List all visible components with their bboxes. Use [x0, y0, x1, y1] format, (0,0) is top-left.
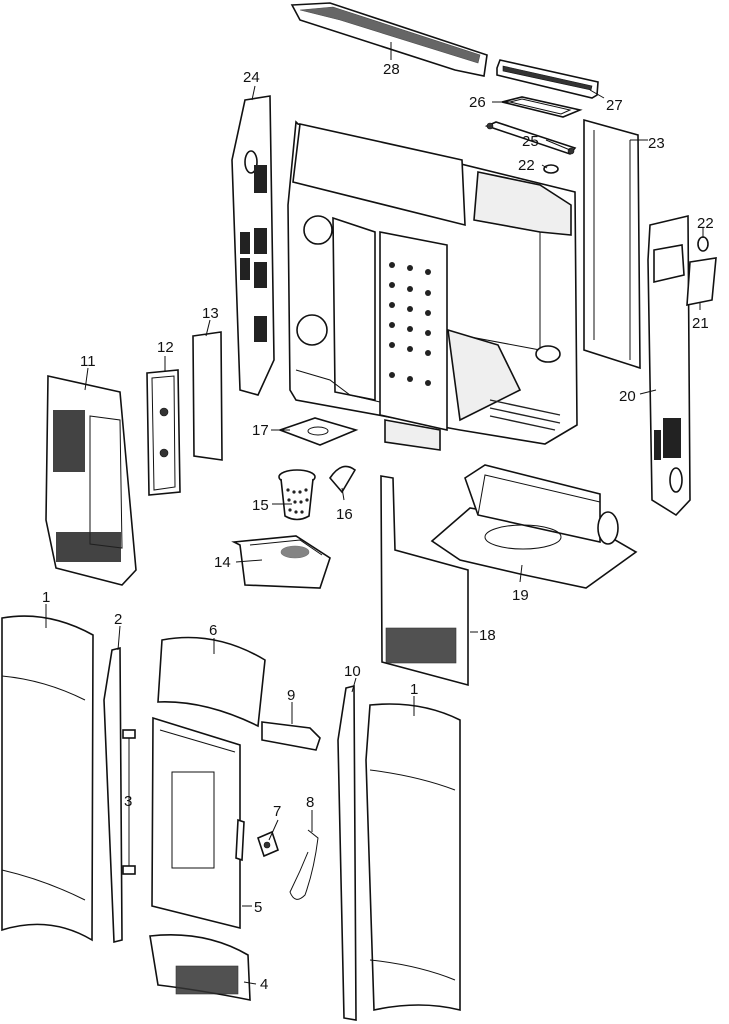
callout-11: 11 — [80, 353, 96, 370]
callout-7: 7 — [273, 803, 281, 820]
door — [151, 716, 245, 930]
inspection-plate — [146, 369, 181, 496]
callout-6: 6 — [209, 622, 217, 639]
right-inner-panel — [380, 475, 469, 687]
callout-28: 28 — [383, 61, 400, 78]
callout-23: 23 — [648, 135, 665, 152]
callout-14: 14 — [214, 554, 231, 571]
callout-19: 19 — [512, 587, 529, 604]
callout-22-upper: 22 — [518, 157, 535, 174]
vent-grille — [686, 257, 717, 306]
callout-labels: 28 27 26 25 22 23 24 22 21 20 13 12 11 1… — [42, 61, 714, 993]
stove-body — [287, 120, 578, 451]
callout-17: 17 — [252, 422, 269, 439]
callout-26: 26 — [469, 94, 486, 111]
top-cover — [290, 2, 488, 77]
sensor — [484, 121, 577, 155]
callout-12: 12 — [157, 339, 174, 356]
rear-right-panel — [583, 118, 641, 370]
callout-24: 24 — [243, 69, 260, 86]
left-inner-panel — [45, 375, 137, 586]
callout-10: 10 — [344, 663, 361, 680]
leader-lines — [45, 42, 704, 985]
callout-22-right: 22 — [697, 215, 714, 232]
baffle-plate — [277, 417, 359, 446]
callout-1-left: 1 — [42, 589, 50, 606]
deflector — [328, 465, 357, 494]
knob-right — [697, 236, 709, 252]
callout-25: 25 — [522, 133, 539, 150]
lower-front-panel — [149, 934, 251, 1001]
callout-9: 9 — [287, 687, 295, 704]
callout-13: 13 — [202, 305, 219, 322]
base — [430, 464, 638, 589]
burn-pot — [278, 469, 316, 521]
knob-upper — [543, 164, 559, 174]
narrow-plate — [192, 331, 223, 461]
side-cover-right — [365, 703, 461, 1012]
right-side-panel — [647, 214, 691, 517]
front-bracket — [261, 721, 321, 751]
callout-27: 27 — [606, 97, 623, 114]
trim-strip-right — [337, 684, 357, 1021]
door-handle — [257, 830, 279, 858]
side-cover-left — [1, 615, 94, 942]
callout-15: 15 — [252, 497, 269, 514]
callout-18: 18 — [479, 627, 496, 644]
callout-20: 20 — [619, 388, 636, 405]
callout-3: 3 — [124, 793, 132, 810]
callout-5: 5 — [254, 899, 262, 916]
trim-strip-left — [103, 646, 123, 944]
callout-21: 21 — [692, 315, 709, 332]
upper-front-panel — [157, 636, 266, 728]
callout-8: 8 — [306, 794, 314, 811]
callout-16: 16 — [336, 506, 353, 523]
callout-4: 4 — [260, 976, 268, 993]
gasket-cord — [289, 829, 319, 900]
ash-drawer — [231, 535, 331, 589]
callout-1-right: 1 — [410, 681, 418, 698]
callout-2: 2 — [114, 611, 122, 628]
left-side-panel — [231, 95, 275, 396]
door-hinges — [122, 729, 136, 875]
hopper-gasket — [501, 96, 583, 118]
hopper-lid — [496, 59, 599, 99]
